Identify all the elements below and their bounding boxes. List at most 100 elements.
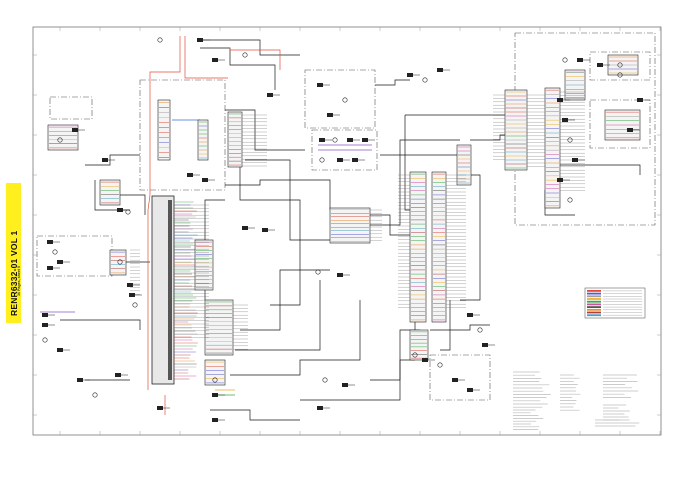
component-box [42, 313, 48, 317]
component-box [187, 173, 193, 177]
component-circle [117, 259, 123, 265]
wire-w5 [245, 159, 330, 241]
component-box [57, 260, 63, 264]
wire-w25 [60, 319, 141, 330]
zone-right [514, 32, 656, 226]
component-circle [342, 97, 348, 103]
component-circle [477, 327, 483, 333]
legend-swatch [587, 311, 601, 314]
component-box [327, 113, 333, 117]
component-box [562, 118, 568, 122]
component-circle [567, 197, 573, 203]
dashed-zones [36, 32, 656, 401]
component-box [77, 378, 83, 382]
legend-swatch [587, 298, 601, 300]
component-circle [315, 269, 321, 275]
component-box [627, 128, 633, 132]
wire-w6 [225, 179, 331, 210]
component-circle [157, 37, 163, 43]
component-box [422, 358, 428, 362]
component-box [317, 406, 323, 410]
ecm-pinstrip [168, 200, 172, 380]
connector-block [544, 87, 561, 209]
component-box [157, 406, 163, 410]
power-wire-1 [149, 36, 181, 195]
component-box [42, 323, 48, 327]
component-box [597, 63, 603, 67]
component-box [212, 418, 218, 422]
border-ticks [33, 27, 661, 435]
component-box [342, 383, 348, 387]
component-box [72, 128, 78, 132]
component-circle [562, 57, 568, 63]
component-circle [412, 352, 418, 358]
component-box [262, 228, 268, 232]
component-circle [212, 377, 218, 383]
component-circle [567, 137, 573, 143]
component-box [242, 226, 248, 230]
wire-w14 [240, 269, 330, 331]
legend-swatch [587, 300, 601, 303]
component-box [319, 138, 325, 142]
zone-left-upper [139, 79, 226, 191]
zone-left-top [49, 96, 93, 120]
zone-left-mid [36, 235, 113, 277]
component-box [127, 283, 133, 287]
component-box [129, 293, 135, 297]
legend-swatch [587, 303, 601, 306]
ecm-pins [174, 201, 198, 380]
component-box [117, 208, 123, 212]
component-box [362, 138, 368, 142]
wire-w20 [430, 324, 490, 331]
component-circle [322, 377, 328, 383]
power-wiring [147, 36, 281, 415]
legend-swatch [587, 314, 601, 317]
component-circle [57, 137, 63, 143]
wire-w18 [210, 409, 300, 421]
connector-block [329, 207, 371, 244]
color-legend-table [584, 287, 646, 319]
component-circle [132, 302, 138, 308]
component-box [317, 83, 323, 87]
component-box [337, 158, 343, 162]
power-wire-2 [184, 36, 228, 79]
component-circle [42, 337, 48, 343]
component-box [47, 240, 53, 244]
component-box [637, 98, 643, 102]
component-box [467, 313, 473, 317]
component-box [352, 158, 358, 162]
component-box [557, 98, 563, 102]
component-box [467, 388, 473, 392]
zone-right-sub1 [589, 51, 651, 81]
connector-block [409, 171, 427, 323]
wire-w19 [370, 359, 415, 381]
wire-w3 [225, 109, 305, 151]
zone-top-center [304, 69, 376, 129]
wire-w22 [115, 194, 146, 215]
component-box [197, 38, 203, 42]
notes-block [513, 371, 640, 430]
component-box [437, 68, 443, 72]
component-box [102, 158, 108, 162]
wire-w1 [200, 39, 300, 56]
wire-w15 [235, 280, 321, 351]
component-box [337, 273, 343, 277]
wire-w12 [375, 79, 410, 86]
sheet-border [32, 26, 662, 436]
component-circle [422, 77, 428, 83]
component-box [212, 393, 218, 397]
component-circle [319, 157, 325, 163]
legend-swatch [587, 306, 601, 308]
legend-swatch [587, 290, 601, 292]
zone-center-lower [311, 129, 378, 171]
volume-tab [6, 183, 21, 323]
colored-traces [40, 119, 372, 396]
component-box [407, 73, 413, 77]
zone-right-sub2 [589, 99, 651, 149]
wire-w2 [200, 47, 276, 90]
legend-frame [584, 287, 646, 319]
legend-swatch [587, 292, 601, 295]
wire-w30 [440, 300, 451, 351]
component-box [347, 138, 353, 142]
